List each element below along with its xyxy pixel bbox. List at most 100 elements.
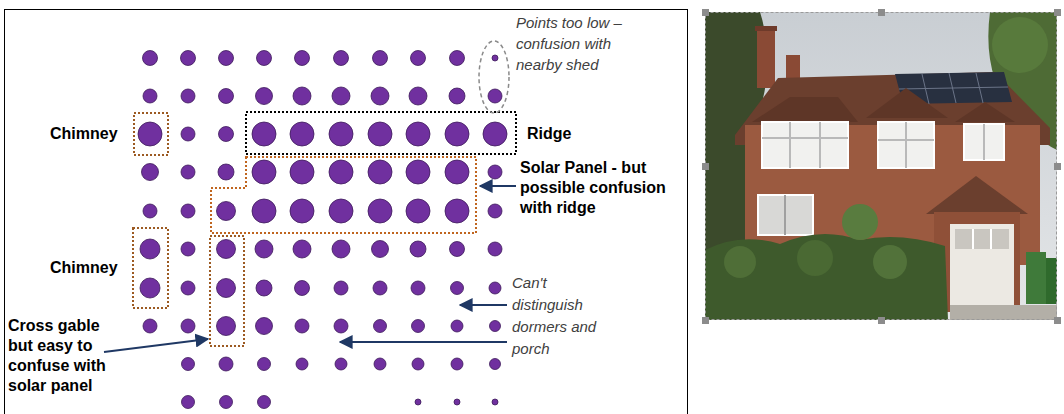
point-dot: [295, 319, 309, 333]
chimney-outline: [134, 113, 168, 155]
point-dot: [445, 122, 469, 146]
low-points-outline: [479, 41, 509, 113]
point-dot: [409, 87, 427, 105]
point-dot: [219, 127, 234, 142]
point-dot: [334, 319, 348, 333]
leader-arrow: [480, 185, 516, 187]
point-dot: [412, 320, 425, 333]
leader-arrow: [104, 339, 208, 352]
point-dot: [217, 279, 236, 298]
point-dot: [329, 122, 353, 146]
point-dot: [492, 55, 498, 61]
point-dot: [411, 51, 426, 66]
cross-gable-outline: [210, 236, 244, 346]
point-dot: [219, 357, 233, 371]
point-dot: [217, 317, 236, 336]
point-dot: [181, 89, 195, 103]
ridge-outline: [246, 112, 516, 154]
point-dot: [140, 278, 160, 298]
point-dot: [138, 122, 162, 146]
point-dot: [488, 242, 502, 256]
note-text: Points too low – confusion with nearby s…: [516, 12, 622, 75]
point-dot: [368, 122, 392, 146]
point-dot: [368, 160, 392, 184]
point-dot: [252, 199, 276, 223]
leader-arrow: [460, 304, 507, 306]
point-dot: [374, 320, 387, 333]
point-dot: [368, 199, 392, 223]
point-dot: [181, 319, 195, 333]
point-dot: [332, 87, 350, 105]
point-dot: [334, 281, 348, 295]
point-dot: [415, 399, 421, 405]
point-dot: [290, 160, 314, 184]
point-dot: [252, 122, 276, 146]
point-dot: [295, 51, 310, 66]
point-dot: [181, 165, 195, 179]
point-dot: [143, 319, 157, 333]
point-dot: [293, 240, 311, 258]
point-dot: [451, 282, 464, 295]
point-dot: [290, 122, 314, 146]
point-dot: [483, 122, 507, 146]
point-dot: [489, 282, 501, 294]
feature-label: Chimney: [50, 124, 118, 144]
point-dot: [181, 281, 195, 295]
point-dot: [488, 165, 502, 179]
point-dot: [451, 320, 463, 332]
leader-arrow: [340, 341, 507, 343]
point-dot: [488, 204, 502, 218]
point-dot: [181, 204, 195, 218]
point-dot: [252, 160, 276, 184]
point-dot: [406, 160, 430, 184]
point-dot: [412, 358, 424, 370]
point-dot: [295, 281, 310, 296]
point-dot: [257, 51, 272, 66]
feature-label: Ridge: [527, 124, 571, 144]
point-dot: [488, 89, 502, 103]
point-dot: [445, 160, 469, 184]
point-dot: [334, 51, 349, 66]
point-dot: [143, 51, 158, 66]
point-dot: [371, 87, 389, 105]
point-dot: [258, 358, 271, 371]
point-dot: [451, 358, 463, 370]
point-dot: [332, 240, 350, 258]
feature-label: Chimney: [50, 258, 118, 278]
point-dot: [142, 164, 159, 181]
point-dot: [373, 51, 388, 66]
point-dot: [258, 396, 271, 409]
point-dot: [256, 88, 273, 105]
point-dot: [490, 359, 501, 370]
point-dot: [143, 204, 157, 218]
point-dot: [293, 87, 311, 105]
point-dot: [143, 89, 157, 103]
point-dot: [255, 240, 273, 258]
point-dot: [140, 239, 160, 259]
point-dot: [490, 321, 501, 332]
point-dot: [182, 396, 195, 409]
point-dot: [256, 318, 273, 335]
point-dot: [329, 160, 353, 184]
panel-frame: [5, 10, 688, 414]
point-dot: [220, 396, 233, 409]
point-dot: [181, 127, 195, 141]
point-dot: [296, 358, 308, 370]
point-dot: [217, 240, 236, 259]
house-photo: [702, 9, 1061, 324]
point-dot: [335, 358, 347, 370]
point-dot: [181, 242, 195, 256]
point-dot: [219, 51, 234, 66]
point-dot: [374, 358, 386, 370]
point-dot: [290, 199, 314, 223]
point-grid: [138, 51, 507, 409]
point-dot: [492, 399, 498, 405]
point-dot: [411, 281, 425, 295]
note-text: Can't distinguish dormers and porch: [512, 272, 612, 360]
point-dot: [217, 202, 236, 221]
point-dot: [372, 241, 389, 258]
point-dot: [218, 164, 234, 180]
point-dot: [449, 88, 465, 104]
point-dot: [410, 241, 426, 257]
